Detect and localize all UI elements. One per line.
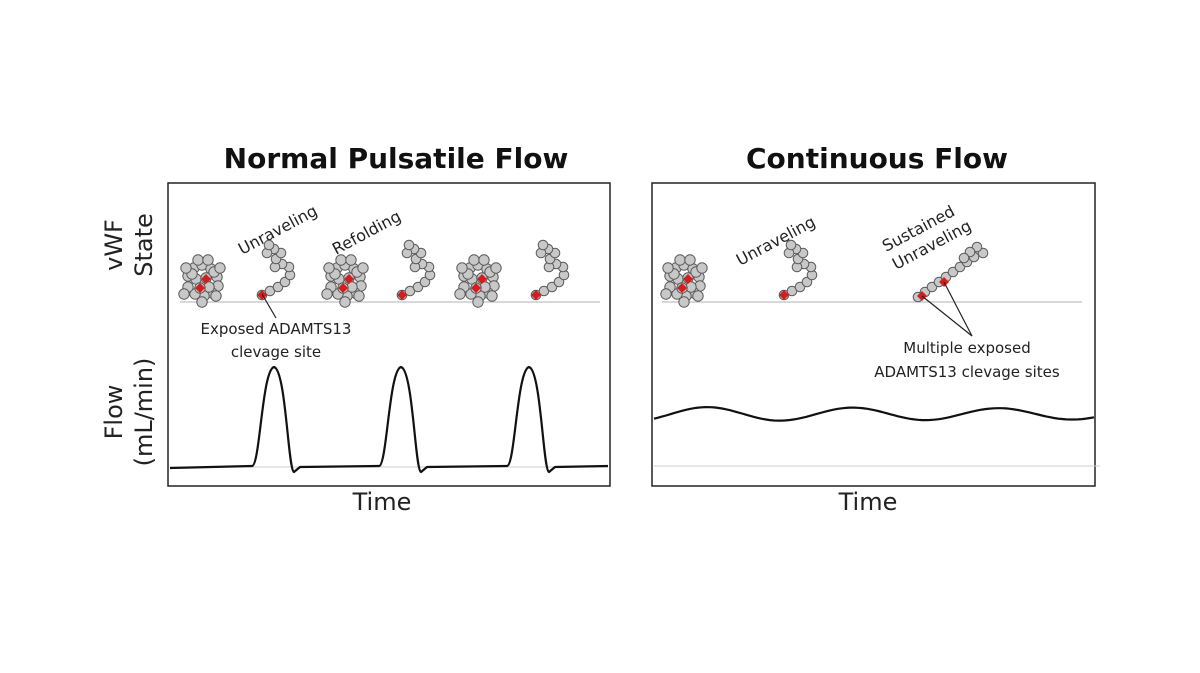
vwf-bead	[353, 290, 365, 302]
right-annotation-line1: Multiple exposed	[903, 339, 1030, 357]
adamts13-cleavage-site	[677, 283, 687, 293]
adamts13-cleavage-site	[471, 283, 481, 293]
vwf-folded-globule	[660, 254, 708, 308]
left-annotation-line1: Exposed ADAMTS13	[201, 320, 352, 338]
adamts13-cleavage-site	[344, 274, 354, 284]
vwf-bead	[660, 288, 672, 300]
vwf-bead	[323, 262, 335, 274]
flow-label-line2: (mL/min)	[130, 358, 158, 467]
left-annotation-pointer	[261, 293, 277, 319]
left-x-label: Time	[352, 488, 412, 516]
vwf-bead	[202, 254, 214, 266]
right-vwf-molecules	[660, 239, 989, 308]
left-annotation-line2: clevage site	[231, 343, 321, 361]
right-annotation-pointer-b	[943, 281, 973, 337]
vwf-state-label-line2: State	[130, 213, 158, 277]
adamts13-cleavage-site	[531, 290, 541, 300]
vwf-bead	[192, 254, 204, 266]
vwf-unraveled-chain	[530, 239, 570, 301]
vwf-bead	[684, 254, 696, 266]
adamts13-cleavage-site	[201, 274, 211, 284]
vwf-bead	[490, 262, 502, 274]
vwf-bead	[403, 239, 415, 251]
pulsatile-flow-trace	[169, 365, 609, 474]
vwf-bead	[357, 262, 369, 274]
vwf-bead	[456, 262, 468, 274]
vwf-bead	[263, 239, 275, 251]
vwf-bead	[486, 290, 498, 302]
vwf-bead	[692, 290, 704, 302]
vwf-bead	[785, 239, 797, 251]
vwf-unraveled-chain	[396, 239, 436, 301]
vwf-bead	[537, 239, 549, 251]
right-x-label: Time	[838, 488, 898, 516]
left-panel-frame	[167, 182, 611, 487]
vwf-bead	[335, 254, 347, 266]
vwf-bead	[196, 296, 208, 308]
vwf-bead	[454, 288, 466, 300]
adamts13-cleavage-site	[195, 283, 205, 293]
adamts13-cleavage-site	[477, 274, 487, 284]
adamts13-cleavage-site	[338, 283, 348, 293]
vwf-unraveled-chain	[778, 239, 818, 301]
vwf-bead	[214, 262, 226, 274]
vwf-bead	[662, 262, 674, 274]
vwf-bead	[210, 290, 222, 302]
vwf-state-label-line1: vWF	[100, 219, 128, 271]
left-vwf-molecules	[178, 239, 570, 308]
vwf-bead	[339, 296, 351, 308]
flow-label-line1: Flow	[100, 385, 128, 440]
vwf-folded-globule	[321, 254, 369, 308]
vwf-unraveled-chain	[256, 239, 296, 301]
vwf-bead	[321, 288, 333, 300]
vwf-bead	[674, 254, 686, 266]
vwf-bead	[345, 254, 357, 266]
left-state-refolding: Refolding	[329, 207, 404, 259]
vwf-bead	[678, 296, 690, 308]
continuous-flow-trace	[653, 406, 1095, 422]
adamts13-cleavage-site	[683, 274, 693, 284]
adamts13-cleavage-site	[779, 290, 789, 300]
vwf-bead	[958, 252, 970, 264]
right-annotation-pointer-a	[921, 295, 973, 337]
right-panel-title: Continuous Flow	[746, 142, 1008, 175]
right-panel-frame	[651, 182, 1096, 487]
right-annotation-line2: ADAMTS13 clevage sites	[874, 363, 1060, 381]
vwf-unraveled-chain	[912, 241, 989, 303]
vwf-folded-globule	[178, 254, 226, 308]
vwf-bead	[178, 288, 190, 300]
vwf-bead	[468, 254, 480, 266]
left-panel-title: Normal Pulsatile Flow	[224, 142, 569, 175]
vwf-bead	[478, 254, 490, 266]
vwf-bead	[472, 296, 484, 308]
vwf-bead	[696, 262, 708, 274]
vwf-folded-globule	[454, 254, 502, 308]
adamts13-cleavage-site	[397, 290, 407, 300]
vwf-bead	[180, 262, 192, 274]
